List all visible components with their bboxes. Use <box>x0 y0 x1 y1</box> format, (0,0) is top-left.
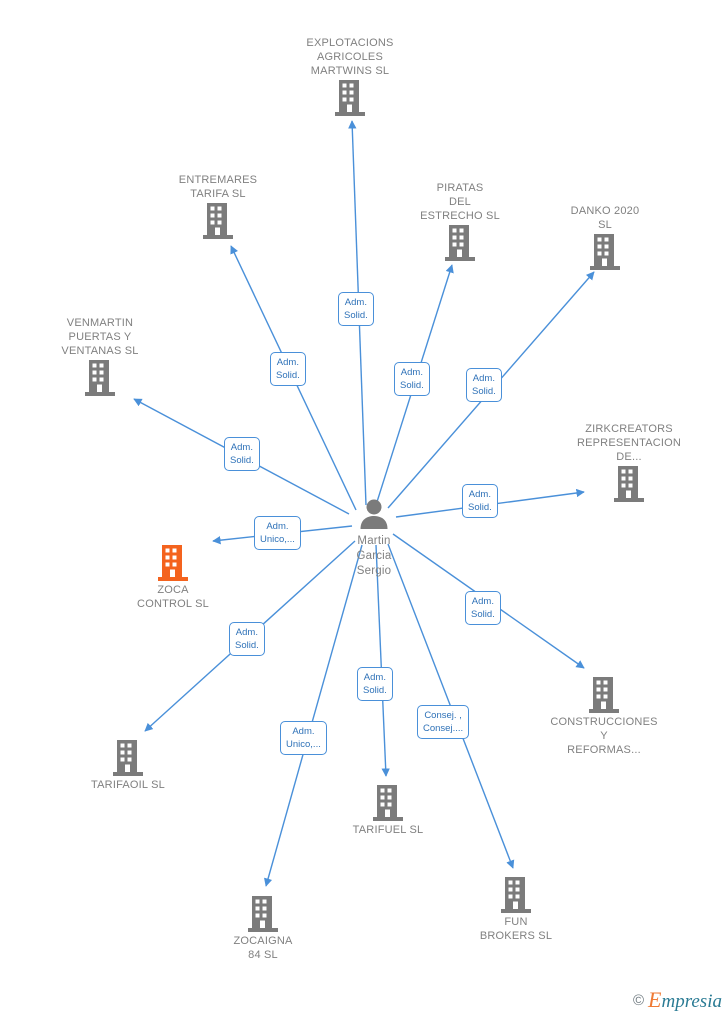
graph-node-venmartin-puertas-y-ventanas-sl[interactable]: VENMARTIN PUERTAS Y VENTANAS SL <box>25 316 175 396</box>
edge-label-edge-explotacions[interactable]: Adm. Solid. <box>338 292 374 326</box>
building-icon <box>25 360 175 396</box>
brand-initial: E <box>648 987 662 1012</box>
copyright-icon: © <box>632 992 645 1009</box>
graph-node-zoca-control-sl[interactable]: ZOCA CONTROL SL <box>98 545 248 611</box>
person-icon <box>299 498 449 532</box>
edge-label-edge-zoca-control[interactable]: Adm. Unico,... <box>254 516 301 550</box>
graph-node-zocaigna-84-sl[interactable]: ZOCAIGNA 84 SL <box>188 896 338 962</box>
building-icon <box>188 896 338 932</box>
graph-node-tarifaoil-sl[interactable]: TARIFAOIL SL <box>53 740 203 792</box>
brand-wordmark: Empresia <box>648 987 722 1012</box>
building-icon <box>529 677 679 713</box>
node-label: TARIFUEL SL <box>352 824 424 836</box>
building-icon <box>385 225 535 261</box>
graph-node-entremares-tarifa-sl[interactable]: ENTREMARES TARIFA SL <box>143 173 293 239</box>
node-label: CONSTRUCCIONES Y REFORMAS... <box>550 716 658 756</box>
node-label: Martin Garcia Sergio <box>356 535 392 577</box>
brand-rest: mpresia <box>661 991 722 1012</box>
empresia-logo[interactable]: © Empresia <box>632 987 722 1012</box>
building-icon <box>441 877 591 913</box>
edge-label-edge-entremares[interactable]: Adm. Solid. <box>270 352 306 386</box>
graph-node-zirkcreators-representacion-de[interactable]: ZIRKCREATORS REPRESENTACION DE... <box>554 422 704 502</box>
building-icon-highlighted <box>98 545 248 581</box>
graph-node-explotacions-agricoles-martwins-sl[interactable]: EXPLOTACIONS AGRICOLES MARTWINS SL <box>275 36 425 116</box>
building-icon <box>530 234 680 270</box>
node-label: DANKO 2020 SL <box>570 205 640 231</box>
edge-line <box>375 544 390 777</box>
graph-node-danko-2020-sl[interactable]: DANKO 2020 SL <box>530 204 680 270</box>
edge-label-edge-piratas[interactable]: Adm. Solid. <box>394 362 430 396</box>
graph-node-tarifuel-sl[interactable]: TARIFUEL SL <box>313 785 463 837</box>
node-label: ZOCAIGNA 84 SL <box>233 935 293 961</box>
edge-label-edge-zocaigna[interactable]: Adm. Unico,... <box>280 721 327 755</box>
edge-label-edge-construcciones[interactable]: Adm. Solid. <box>465 591 501 625</box>
node-label: ZOCA CONTROL SL <box>137 584 209 610</box>
building-icon <box>275 80 425 116</box>
building-icon <box>143 203 293 239</box>
node-label: PIRATAS DEL ESTRECHO SL <box>420 182 500 222</box>
building-icon <box>554 466 704 502</box>
edge-label-edge-venmartin[interactable]: Adm. Solid. <box>224 437 260 471</box>
building-icon <box>313 785 463 821</box>
node-label: ENTREMARES TARIFA SL <box>178 174 258 200</box>
edge-label-edge-tarifaoil[interactable]: Adm. Solid. <box>229 622 265 656</box>
edge-label-edge-tarifuel[interactable]: Adm. Solid. <box>357 667 393 701</box>
graph-node-construcciones-y-reformas[interactable]: CONSTRUCCIONES Y REFORMAS... <box>529 677 679 757</box>
graph-node-martin-garcia-sergio[interactable]: Martin Garcia Sergio <box>299 498 449 579</box>
edge-label-edge-fun-brokers[interactable]: Consej. , Consej.... <box>417 705 470 739</box>
node-label: ZIRKCREATORS REPRESENTACION DE... <box>576 423 682 463</box>
building-icon <box>53 740 203 776</box>
node-label: TARIFAOIL SL <box>91 779 165 791</box>
node-label: EXPLOTACIONS AGRICOLES MARTWINS SL <box>306 37 394 77</box>
graph-node-fun-brokers-sl[interactable]: FUN BROKERS SL <box>441 877 591 943</box>
edge-label-edge-danko[interactable]: Adm. Solid. <box>466 368 502 402</box>
node-label: FUN BROKERS SL <box>479 916 553 942</box>
graph-node-piratas-del-estrecho-sl[interactable]: PIRATAS DEL ESTRECHO SL <box>385 181 535 261</box>
edge-label-edge-zirkcreators[interactable]: Adm. Solid. <box>462 484 498 518</box>
node-label: VENMARTIN PUERTAS Y VENTANAS SL <box>61 317 139 357</box>
